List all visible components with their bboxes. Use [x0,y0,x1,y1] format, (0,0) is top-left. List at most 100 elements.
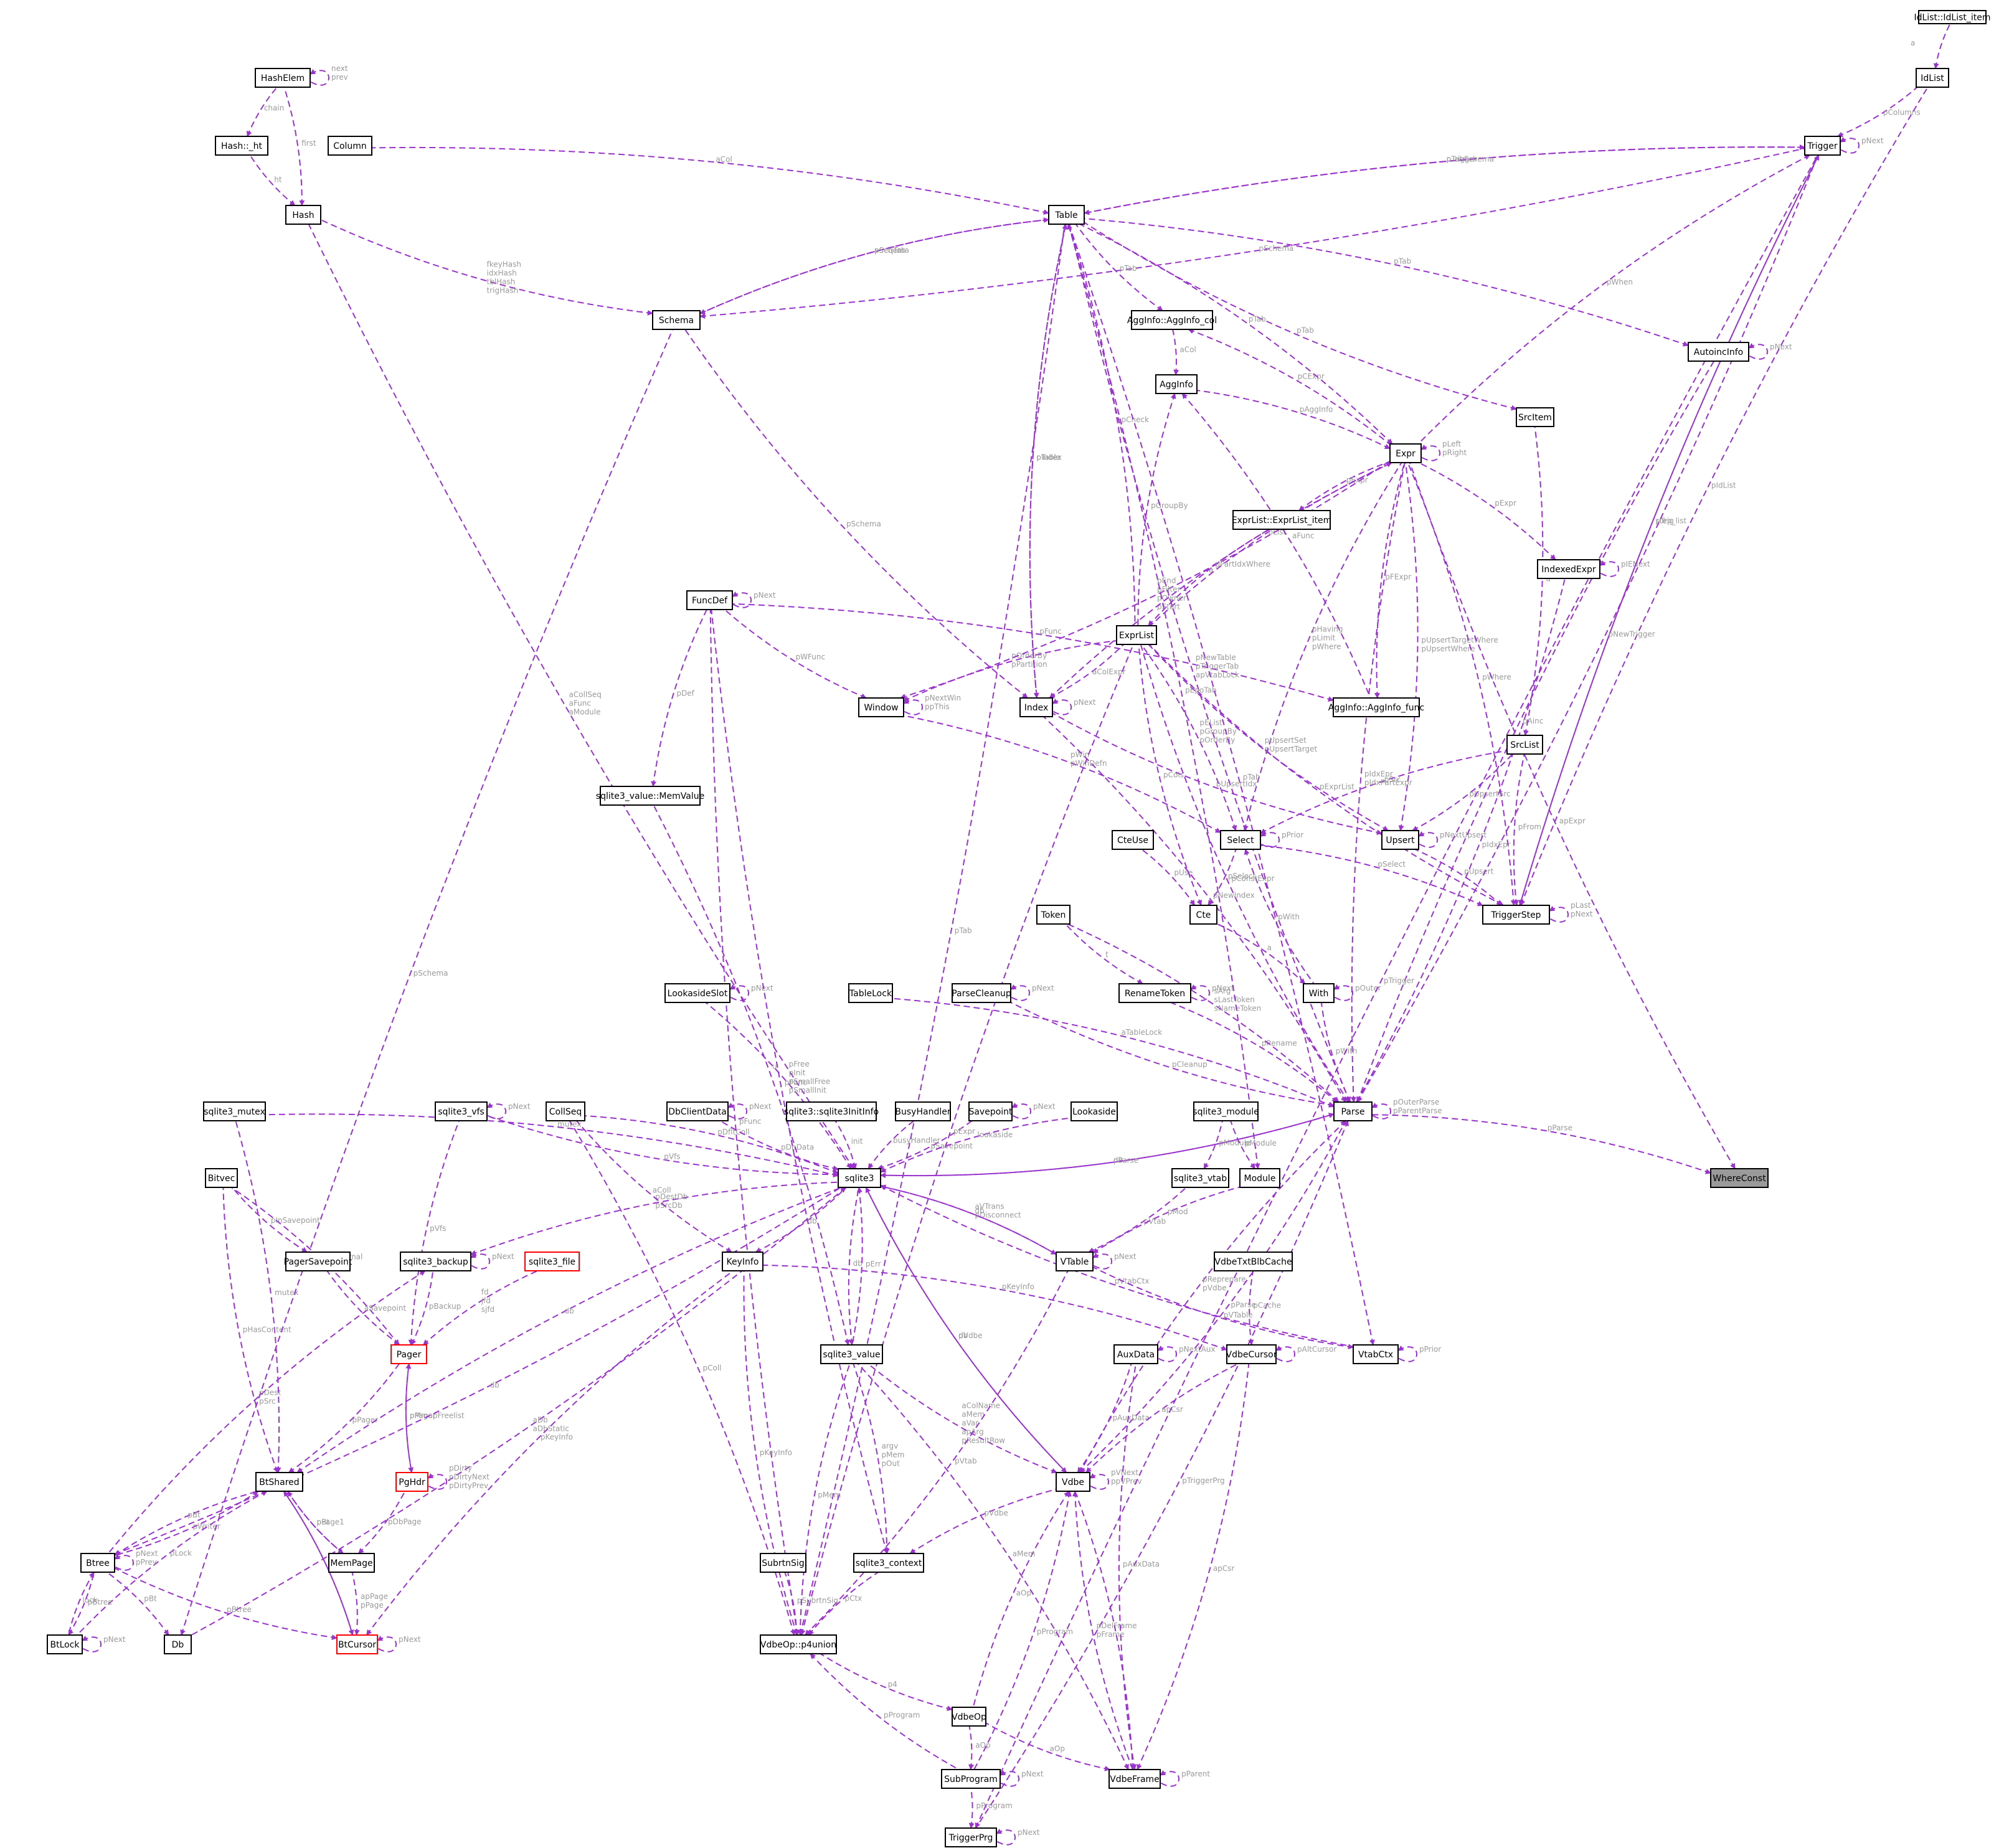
node-PgHdr[interactable]: PgHdr [395,1472,428,1492]
node-SubProgram[interactable]: SubProgram [941,1769,1001,1789]
node-ExprList[interactable]: ExprList [1116,625,1157,645]
node-LookasideSlot[interactable]: LookasideSlot [664,983,730,1003]
node-PagerSavepoint[interactable]: PagerSavepoint [284,1252,352,1271]
node-VdbeTxtBlbCache[interactable]: VdbeTxtBlbCache [1214,1252,1293,1271]
node-sqlite3_value[interactable]: sqlite3_value [820,1344,883,1364]
node-BtCursor[interactable]: BtCursor [336,1634,378,1654]
edge-line [1079,224,1393,445]
edge-PagerSavepoint-to-Bitvec: pInSavepoint [232,1187,320,1253]
node-Select[interactable]: Select [1220,830,1261,850]
node-BusyHandler[interactable]: BusyHandler [895,1101,951,1121]
node-Token[interactable]: Token [1036,905,1071,925]
node-Bitvec[interactable]: Bitvec [205,1168,238,1188]
node-Cte[interactable]: Cte [1189,905,1217,925]
node-sqlite3_vtab[interactable]: sqlite3_vtab [1171,1168,1229,1188]
node-BtLock[interactable]: BtLock [47,1634,83,1654]
node-VdbeOp_p4union[interactable]: VdbeOp::p4union [760,1634,837,1654]
node-RenameToken[interactable]: RenameToken [1118,983,1191,1003]
node-VTable[interactable]: VTable [1056,1252,1094,1271]
edge-label-line: pBt [144,1595,157,1603]
node-DbClientData[interactable]: DbClientData [666,1101,729,1121]
node-Lookaside[interactable]: Lookaside [1071,1101,1118,1121]
node-Index[interactable]: Index [1019,697,1053,717]
node-Schema[interactable]: Schema [652,310,701,330]
node-Hash_ht[interactable]: Hash::_ht [215,136,268,156]
node-VdbeCursor[interactable]: VdbeCursor [1226,1344,1277,1364]
node-MemPage[interactable]: MemPage [328,1553,375,1573]
node-TriggerPrg[interactable]: TriggerPrg [945,1827,997,1847]
node-FuncDef[interactable]: FuncDef [686,590,733,610]
node-Module[interactable]: Module [1239,1168,1280,1188]
node-VdbeFrame[interactable]: VdbeFrame [1108,1769,1161,1789]
node-SrcItem[interactable]: SrcItem [1516,407,1554,427]
edge-label: apExpr [1559,817,1586,826]
node-AutoincInfo[interactable]: AutoincInfo [1688,342,1749,362]
edge-label-line: mutex [275,1288,298,1297]
node-AggInfo_func[interactable]: AggInfo::AggInfo_func [1328,697,1425,717]
node-Pager[interactable]: Pager [390,1344,427,1364]
node-Btree[interactable]: Btree [80,1553,115,1573]
edge-VdbeOp_p4union-to-SubrtnSig: pSubrtnSig [784,1572,838,1636]
edge-label: pAinc [1523,717,1543,725]
node-VtabCtx[interactable]: VtabCtx [1353,1344,1399,1364]
node-sqlite3_vfs[interactable]: sqlite3_vfs [435,1101,488,1121]
edge-label: pMod [1168,1207,1188,1216]
node-sqlite3_file[interactable]: sqlite3_file [524,1252,580,1271]
edge-label-line: pTable [1036,453,1061,462]
node-Parse[interactable]: Parse [1333,1101,1373,1121]
node-MemValue[interactable]: sqlite3_value::MemValue [596,786,704,806]
node-AuxData[interactable]: AuxData [1113,1344,1158,1364]
edge-label-line: pNext [1114,1252,1137,1261]
node-Upsert[interactable]: Upsert [1381,830,1419,850]
edge-line [867,1120,915,1169]
node-SubrtnSig[interactable]: SubrtnSig [760,1553,806,1573]
node-Expr[interactable]: Expr [1389,443,1422,463]
node-WhereConst[interactable]: WhereConst [1710,1168,1769,1188]
node-label: ExprList [1119,631,1155,641]
node-CteUse[interactable]: CteUse [1112,830,1154,850]
edge-line [1069,224,1351,1103]
node-Trigger[interactable]: Trigger [1804,136,1841,156]
node-ParseCleanup[interactable]: ParseCleanup [952,983,1011,1003]
edge-label: pNext [492,1252,514,1261]
edge-label: pNext [1114,1252,1137,1261]
edge-label: pFunc [1039,627,1062,636]
node-sqlite3_module[interactable]: sqlite3_module [1193,1101,1259,1121]
node-KeyInfo[interactable]: KeyInfo [722,1252,763,1271]
node-Vdbe[interactable]: Vdbe [1056,1472,1090,1492]
node-sqlite3_context[interactable]: sqlite3_context [853,1553,924,1573]
node-AggInfo[interactable]: AggInfo [1155,374,1198,394]
node-InitInfo[interactable]: sqlite3::sqlite3InitInfo [784,1101,879,1121]
node-sqlite3_mutex[interactable]: sqlite3_mutex [203,1101,266,1121]
node-Window[interactable]: Window [858,697,904,717]
node-With[interactable]: With [1303,983,1335,1003]
node-Db[interactable]: Db [164,1634,192,1654]
node-CollSeq[interactable]: CollSeq [546,1101,585,1121]
node-IndexedExpr[interactable]: IndexedExpr [1537,559,1600,579]
node-Savepoint[interactable]: Savepoint [968,1101,1013,1121]
node-ExprList_item[interactable]: ExprList::ExprList_item [1232,510,1332,530]
node-Column[interactable]: Column [328,136,372,156]
node-Table[interactable]: Table [1048,205,1085,225]
node-TriggerStep[interactable]: TriggerStep [1482,905,1550,925]
edge-line [880,1186,1057,1255]
node-IdList_item[interactable]: IdList::IdList_item [1914,10,1991,24]
node-sqlite3_backup[interactable]: sqlite3_backup [400,1252,471,1271]
node-Hash[interactable]: Hash [285,205,321,225]
node-AggInfo_col[interactable]: AggInfo::AggInfo_col [1127,310,1217,330]
node-box [1112,830,1154,850]
edge-label-line: argv [881,1441,898,1450]
node-IdList[interactable]: IdList [1916,68,1949,88]
node-box [652,310,701,330]
node-HashElem[interactable]: HashElem [255,68,311,88]
node-sqlite3[interactable]: sqlite3 [838,1168,881,1188]
edge-Vdbe-to-AuxData: pAuxData [1077,1363,1150,1473]
edge-AggInfo_col-to-Table: pTab [1075,224,1163,311]
edge-label: pNewIndex [1213,891,1255,900]
node-SrcList[interactable]: SrcList [1506,735,1543,755]
node-TableLock[interactable]: TableLock [848,983,893,1003]
node-VdbeOp[interactable]: VdbeOp [952,1707,986,1727]
node-BtShared[interactable]: BtShared [255,1472,303,1492]
